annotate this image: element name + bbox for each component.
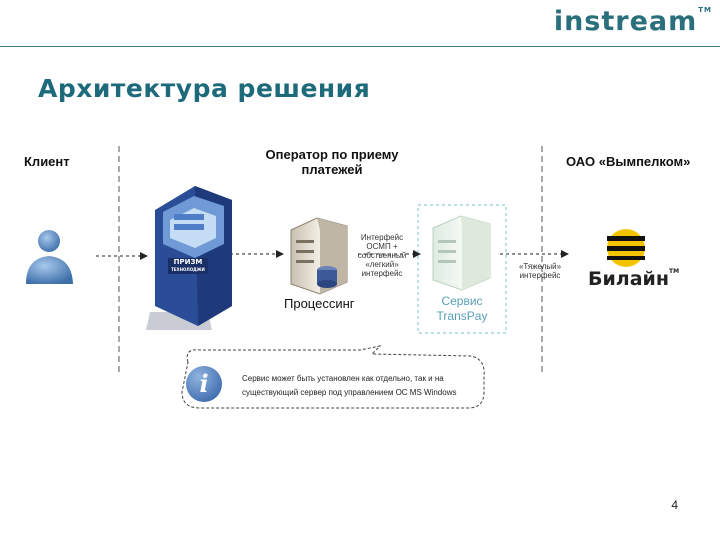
kiosk-brand: ПРИЗМ ТЕХНОЛОДЖИ [170, 259, 206, 273]
info-text-line1: Сервис может быть установлен как отдельн… [242, 374, 444, 383]
label-operator-line1: Оператор по приему [265, 147, 399, 162]
info-text-line2: существующий сервер под управлением ОС M… [242, 388, 457, 397]
info-callout [181, 345, 485, 409]
light-interface-line1: Интерфейс [360, 233, 404, 242]
label-operator-line2: платежей [301, 162, 363, 177]
light-interface-line5: интерфейс [361, 269, 403, 278]
heavy-interface-line2: интерфейс [519, 271, 561, 280]
info-icon: i [186, 366, 222, 402]
label-client: Клиент [24, 154, 70, 169]
payment-kiosk-icon [146, 186, 232, 330]
service-server-icon [432, 215, 491, 291]
page-number: 4 [671, 498, 678, 512]
instream-logo: instreamTM [553, 6, 712, 37]
label-oao: ОАО «Вымпелком» [566, 154, 691, 169]
service-box [417, 204, 507, 334]
label-processing: Процессинг [284, 296, 355, 311]
service-line1: Сервис [441, 294, 483, 308]
processing-server-icon [290, 217, 348, 295]
light-interface-line2: ОСМП + [366, 242, 398, 251]
page-title: Архитектура решения [38, 74, 371, 103]
info-text: Сервис может быть установлен как отдельн… [242, 372, 480, 400]
light-interface-line4: «легкий» [365, 260, 399, 269]
heavy-interface-line1: «Тяжелый» [518, 262, 562, 271]
kiosk-brand-line1: ПРИЗМ [173, 258, 203, 266]
service-line2: TransPay [436, 309, 488, 323]
label-light-interface: Интерфейс ОСМП + собственный «легкий» ин… [354, 233, 410, 278]
light-interface-line3: собственный [357, 251, 407, 260]
beeline-logo-icon [607, 229, 645, 267]
label-heavy-interface: «Тяжелый» интерфейс [512, 262, 568, 280]
user-icon [26, 230, 73, 284]
label-service: Сервис TransPay [418, 294, 506, 324]
header-divider [0, 46, 720, 47]
beeline-wordmark: БилайнTM [588, 268, 680, 290]
kiosk-brand-line2: ТЕХНОЛОДЖИ [171, 267, 205, 272]
label-operator: Оператор по приему платежей [262, 147, 402, 177]
